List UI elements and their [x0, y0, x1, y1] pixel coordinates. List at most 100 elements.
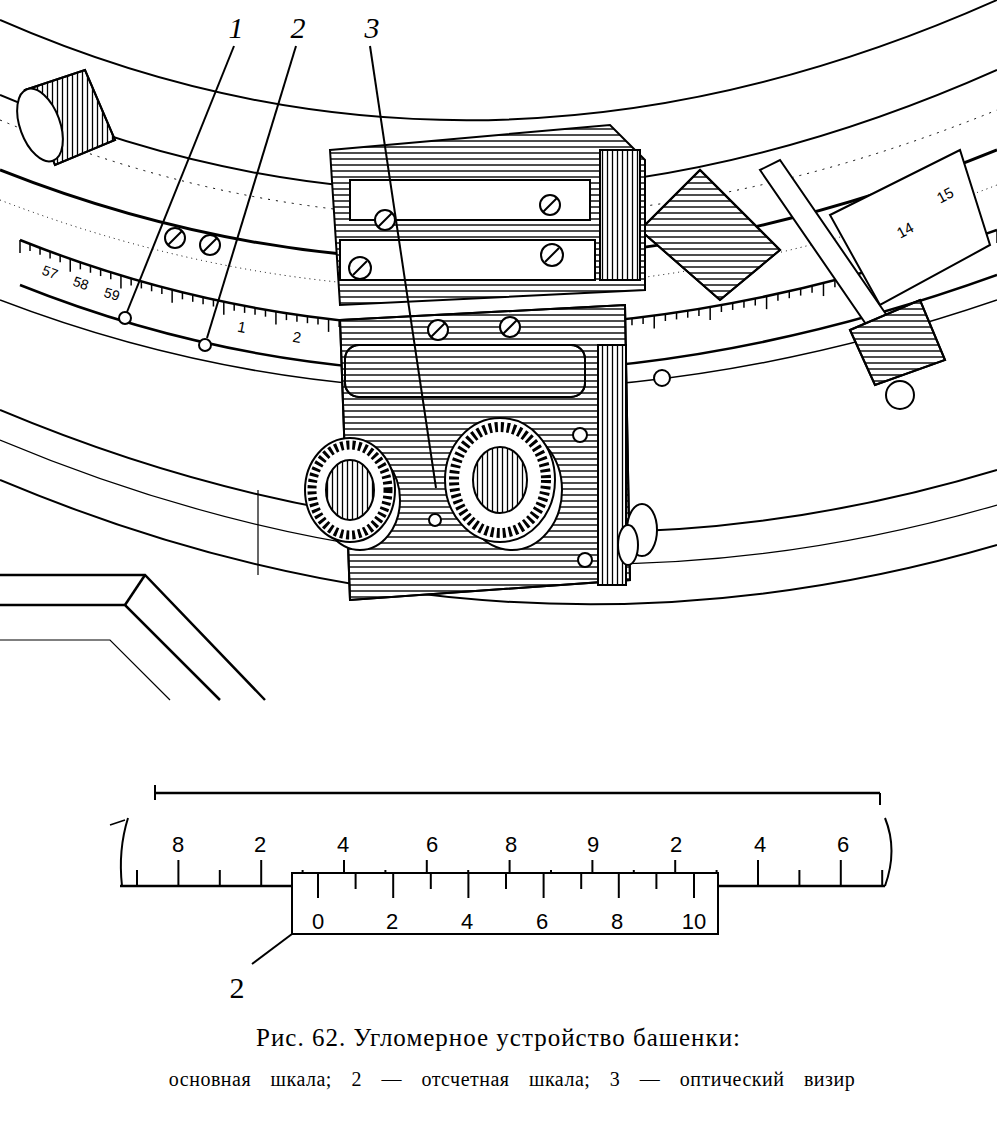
knurled-knob [326, 460, 374, 520]
sight-housing [165, 228, 185, 248]
window-frame [125, 575, 145, 605]
sight-housing [203, 238, 217, 252]
ring-scale-ticks [233, 304, 235, 311]
scale-number: 4 [337, 834, 349, 856]
knurled-knob [473, 447, 527, 513]
sight-housing [378, 213, 392, 227]
sight-housing [375, 210, 395, 230]
callout-number: 2 [230, 973, 245, 1003]
scale-number: 6 [536, 911, 548, 933]
scale-number: 10 [682, 911, 706, 933]
leader-line [252, 934, 292, 964]
sight-housing [543, 198, 557, 212]
knurled-knob [445, 418, 555, 542]
ring-scale-ticks [141, 281, 143, 288]
window-frame [0, 605, 220, 700]
optical-sight [578, 553, 592, 567]
vernier-tick [580, 874, 582, 889]
leader-line [207, 46, 296, 338]
ring-scale-ticks [110, 272, 112, 279]
turret-ring [0, 0, 997, 604]
ring-scale-ticks [275, 311, 277, 324]
sight-housing [168, 231, 182, 245]
left-knob [8, 82, 72, 167]
ring-scale-ticks [100, 269, 102, 276]
sight-housing [540, 195, 560, 215]
scale-number: 9 [587, 834, 599, 856]
ring-scale-ticks [642, 317, 644, 324]
ring-scale-ticks [223, 302, 225, 315]
ring-scale-ticks [286, 313, 288, 320]
vernier-tick [618, 874, 620, 898]
scale-number: 8 [611, 911, 623, 933]
ring-scale-ticks [80, 262, 82, 269]
ring-scale-ticks [823, 283, 825, 296]
scale-schematic [110, 785, 892, 886]
ring-scale-ticks [59, 255, 61, 262]
optical-sight [428, 320, 448, 340]
main-scale-ticks [260, 860, 262, 886]
main-scale-ticks [136, 870, 138, 886]
leader-line [370, 46, 436, 488]
scale-number: 4 [461, 911, 473, 933]
window-frame [0, 490, 265, 700]
optical-sight [500, 317, 520, 337]
ring-scale-ticks [29, 244, 31, 251]
right-arm [830, 150, 990, 305]
ring-scale-ticks [800, 289, 802, 296]
ring-scale-ticks [171, 290, 173, 303]
scale-number: 6 [426, 834, 438, 856]
figure-caption: Рис. 62. Угломерное устройство башенки: [40, 1025, 957, 1050]
right-arm [850, 300, 945, 385]
scale-schematic [155, 792, 880, 795]
ring-scale-ticks [296, 315, 298, 322]
optical-sight [345, 345, 585, 397]
ring-scale-ticks [755, 299, 757, 306]
scale-number: 2 [386, 911, 398, 933]
optical-sight [503, 320, 517, 334]
vernier-tick [543, 874, 545, 898]
scale-schematic [154, 785, 156, 800]
ring-scale-ticks [676, 312, 678, 319]
ring-scale-ticks [317, 318, 319, 325]
optical-sight [340, 305, 630, 600]
optical-sight [345, 345, 585, 397]
ring-scale-ticks [687, 311, 689, 318]
window-frame [0, 640, 170, 700]
knurled-knob [305, 418, 562, 550]
optical-sight [429, 514, 441, 526]
optical-sight [340, 305, 630, 600]
caption-legend: основная шкала; 2 — отсчетная шкала; 3 —… [62, 1066, 962, 1092]
right-arm [886, 381, 914, 409]
ring-scale-ticks [192, 295, 194, 302]
knurled-knob [305, 438, 395, 542]
vernier-tick [355, 874, 357, 889]
ring-scale-ticks [90, 266, 92, 273]
ring-scale-ticks [254, 308, 256, 315]
ring-scale-ticks [653, 316, 655, 329]
vernier-tick [693, 874, 695, 898]
scale-number: 0 [312, 911, 324, 933]
leader-line [119, 312, 131, 324]
ring-scale-ticks [182, 292, 184, 299]
ring-scale-ticks [130, 278, 132, 285]
turret-ring [0, 0, 997, 120]
scale-schematic [885, 818, 892, 886]
ring-scale-ticks [161, 287, 163, 294]
scale-number: 8 [505, 834, 517, 856]
ring-scale-ticks [698, 309, 700, 316]
scale-number: 2 [670, 834, 682, 856]
optical-sight [431, 323, 445, 337]
ring-scale-ticks [244, 306, 246, 313]
sight-housing [340, 240, 595, 280]
ring-scale-ticks [732, 303, 734, 310]
ring-scale-ticks [996, 230, 997, 243]
vernier-ticks [293, 874, 716, 904]
ring-scale-ticks [777, 294, 779, 301]
scale-number: 4 [754, 834, 766, 856]
sight-housing [200, 235, 220, 255]
ring-scale-ticks [213, 300, 215, 307]
ring-scale-number: 58 [70, 274, 91, 293]
knurled-knob [473, 447, 527, 513]
window-frame [0, 575, 265, 700]
